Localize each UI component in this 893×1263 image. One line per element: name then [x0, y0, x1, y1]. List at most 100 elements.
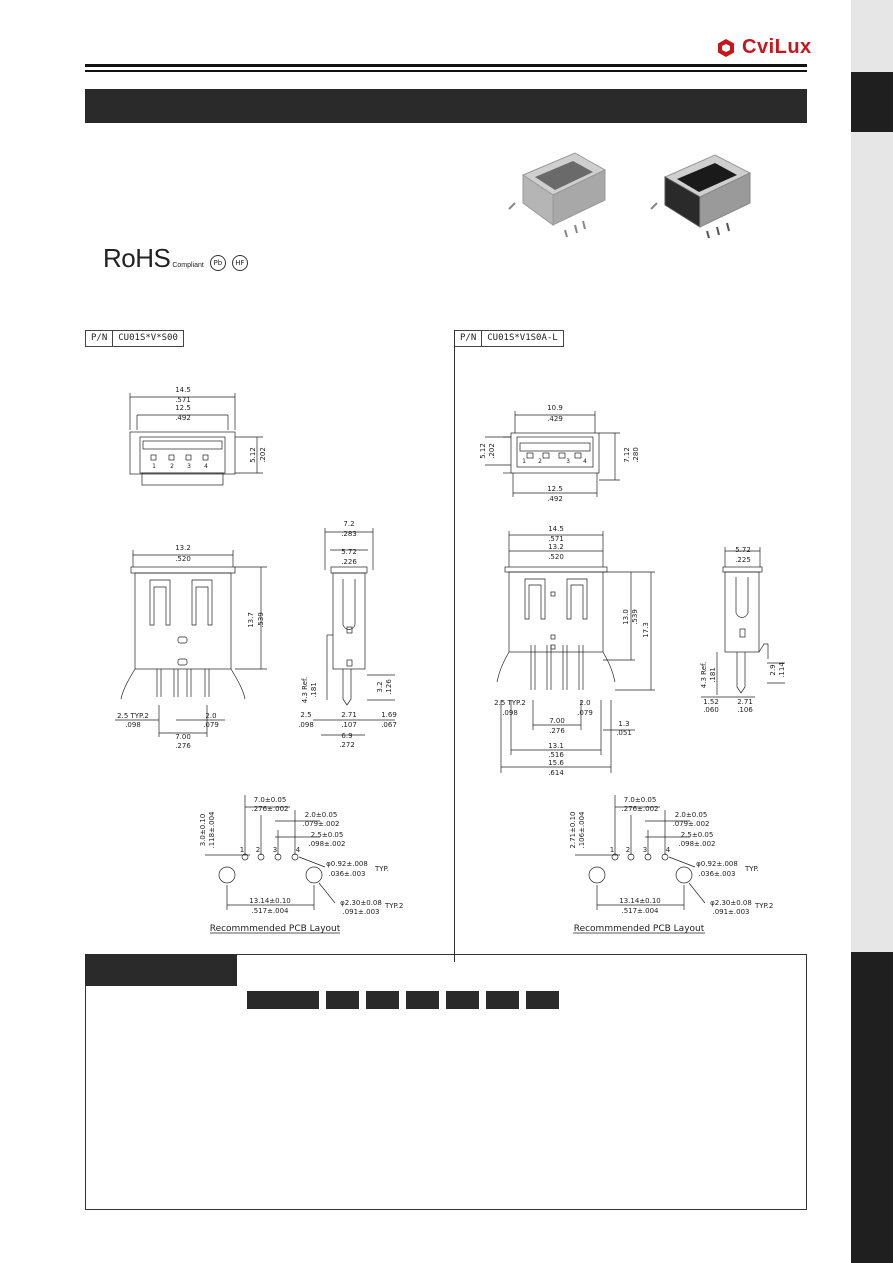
- pin-label: 2: [626, 846, 630, 854]
- pn-label: P/N: [86, 331, 114, 346]
- pin-label: 1: [152, 463, 156, 470]
- dim-text: 7.2: [343, 520, 354, 528]
- dim-text: 14.5: [175, 386, 191, 394]
- dim-text: 13.14±0.10: [249, 897, 291, 905]
- dim-text: .051: [616, 729, 632, 737]
- left-pcb-layout: [205, 795, 340, 934]
- pin-label: 4: [296, 846, 301, 854]
- halogen-free-icon: HF: [231, 255, 248, 271]
- dim-text: 2.5±0.05: [681, 831, 714, 839]
- pin-label: 4: [204, 463, 208, 470]
- pin-label: 4: [583, 458, 587, 465]
- dim-text: 7.0±0.05: [624, 796, 657, 804]
- pn-label: P/N: [455, 331, 483, 346]
- dim-text: .517±.004: [251, 907, 289, 915]
- dim-text: 2.71±0.10: [569, 811, 577, 848]
- dim-text: φ2.30±0.08: [340, 899, 382, 907]
- ordering-info-box: [85, 954, 807, 1210]
- dim-text: .226: [341, 558, 357, 566]
- dim-text: 2.0±0.05: [305, 811, 338, 819]
- part-code-boxes: [247, 991, 559, 1009]
- dim-text: 6.9: [341, 732, 352, 740]
- dim-text: .106: [737, 706, 753, 714]
- dim-text: TYP.2: [384, 902, 403, 910]
- dim-text: .067: [381, 721, 397, 729]
- dim-text: 2.71: [737, 698, 753, 706]
- right-side-view: [701, 547, 785, 698]
- dim-text: .280: [632, 447, 640, 463]
- dim-text: φ0.92±.008: [696, 860, 738, 868]
- dim-text: 2.5±0.05: [311, 831, 344, 839]
- code-box: [486, 991, 519, 1009]
- dim-text: .079±.002: [302, 820, 339, 828]
- dim-text: TYP.: [744, 865, 759, 873]
- code-box: [366, 991, 399, 1009]
- dim-text: 2.5: [300, 711, 311, 719]
- pn-value: CU01S*V1S0A-L: [487, 333, 558, 343]
- right-front-view: [485, 411, 620, 497]
- dim-text: 10.9: [547, 404, 563, 412]
- dim-text: .036±.003: [328, 870, 365, 878]
- dim-text: .283: [341, 530, 357, 538]
- dim-text: 3.2: [376, 681, 384, 692]
- dim-text: .118±.004: [208, 811, 216, 849]
- dim-text: 13.0: [622, 609, 630, 625]
- pin-label: 4: [666, 846, 671, 854]
- dim-text: 7.12: [623, 447, 631, 463]
- dim-text: .060: [703, 706, 719, 714]
- dim-text: .098±.002: [308, 840, 345, 848]
- dim-text: .276: [175, 742, 191, 750]
- left-top-view: [115, 550, 267, 737]
- pin-label: 1: [522, 458, 526, 465]
- dim-text: .098: [298, 721, 314, 729]
- dim-text: .079±.002: [672, 820, 709, 828]
- product-photo-black: [650, 154, 752, 239]
- dim-text: .181: [310, 682, 318, 698]
- dim-text: 2.5 TYP.2: [117, 712, 149, 720]
- rohs-text: RoHS: [103, 243, 171, 273]
- dim-text: 17.3: [642, 622, 650, 638]
- dim-text: 14.5: [548, 525, 564, 533]
- dim-text: .106±.004: [578, 811, 586, 849]
- dim-text: 13.2: [175, 544, 191, 552]
- dim-text: 5.12: [249, 447, 257, 463]
- code-box: [526, 991, 559, 1009]
- dim-text: 2.71: [341, 711, 357, 719]
- pin-label: 2: [256, 846, 260, 854]
- dim-text: .036±.003: [698, 870, 735, 878]
- dim-text: .098: [125, 721, 141, 729]
- dim-text: 4.3 Ref.: [700, 662, 708, 688]
- code-box: [326, 991, 359, 1009]
- left-front-view: [129, 393, 263, 486]
- dim-text: 7.0±0.05: [254, 796, 287, 804]
- dim-text: 7.00: [175, 733, 191, 741]
- dim-text: .429: [547, 415, 563, 423]
- dim-text: 2.5 TYP.2: [494, 699, 526, 707]
- dim-text: 2.0: [579, 699, 590, 707]
- dim-text: .276±.002: [251, 805, 288, 813]
- dim-text: 13.1: [548, 742, 564, 750]
- dim-text: .098±.002: [678, 840, 715, 848]
- header-rule-thin: [85, 70, 807, 72]
- pin-label: 3: [643, 846, 647, 854]
- dim-text: .091±.003: [712, 908, 749, 916]
- dim-text: φ0.92±.008: [326, 860, 368, 868]
- dim-text: 7.00: [549, 717, 565, 725]
- pin-label: 1: [610, 846, 614, 854]
- code-box: [406, 991, 439, 1009]
- dim-text: .202: [259, 447, 267, 463]
- dim-text: .079: [577, 709, 593, 717]
- code-box: [446, 991, 479, 1009]
- dim-text: .517±.004: [621, 907, 659, 915]
- dim-text: .098: [502, 709, 518, 717]
- dim-text: .539: [631, 609, 639, 625]
- dim-text: .225: [735, 556, 751, 564]
- left-part-number: P/N CU01S*V*S00: [85, 330, 184, 347]
- dim-text: .202: [488, 443, 496, 459]
- dim-text: .276±.002: [621, 805, 658, 813]
- pin-label: 3: [187, 463, 191, 470]
- dim-text: .091±.003: [342, 908, 379, 916]
- sidebar-tab-bottom: [851, 952, 893, 1263]
- pin-label: 2: [170, 463, 174, 470]
- product-photo-silver: [508, 152, 607, 238]
